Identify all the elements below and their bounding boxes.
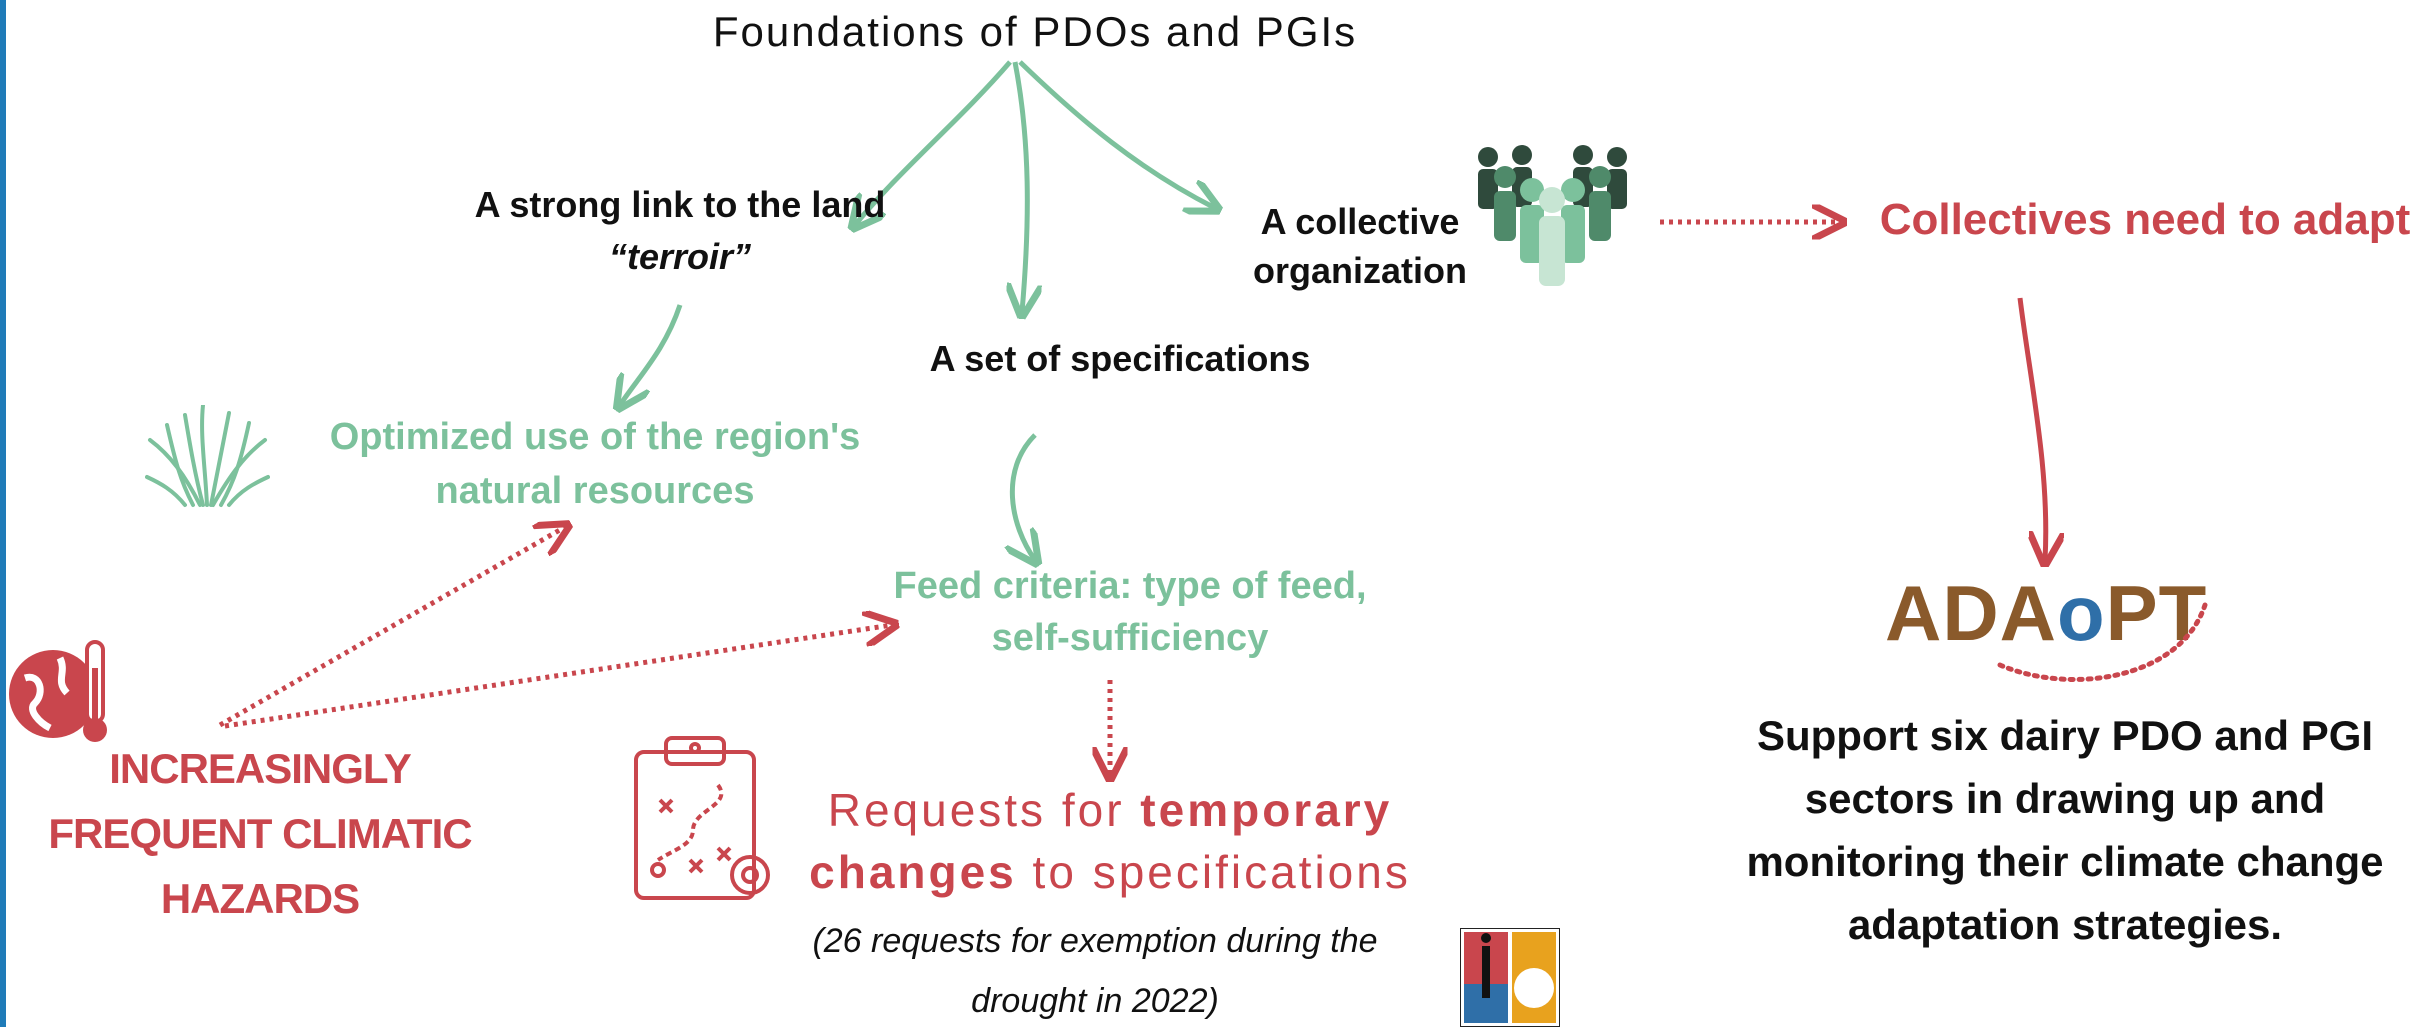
requests-line2-text: to specifications — [1016, 846, 1411, 898]
requests-line1-emphasis: temporary — [1140, 784, 1393, 836]
exemption-note-line1: (26 requests for exemption during the — [812, 922, 1378, 960]
optimized-use-line1: Optimized use of the region's — [329, 416, 861, 458]
people-group-icon — [1478, 145, 1627, 286]
adaopt-logo-swoosh — [1997, 602, 2208, 682]
support-text-line1: Support six dairy PDO and PGI — [1756, 712, 2374, 759]
support-text-line2: sectors in drawing up and — [1804, 775, 2326, 822]
arrow-adapt-to-adaopt — [2017, 297, 2046, 560]
collective-label-line1: A collective — [1260, 201, 1460, 242]
collectives-adapt-label: Collectives need to adapt — [1879, 195, 2411, 244]
climatic-hazards-line3: HAZARDS — [160, 875, 360, 922]
clipboard-plan-gear-icon — [634, 736, 770, 900]
support-text-line4: adaptation strategies. — [1847, 901, 2283, 948]
arrow-title-to-land — [855, 60, 1012, 225]
terroir-label: “terroir” — [608, 236, 752, 277]
left-accent-bar — [0, 0, 6, 1027]
exemption-note-line2: drought in 2022) — [971, 982, 1219, 1020]
specifications-label: A set of specifications — [929, 338, 1311, 379]
adaopt-logo-part3: PT — [2105, 569, 2208, 657]
adaopt-logo-part2: o — [2057, 569, 2106, 657]
inao-logo — [1460, 928, 1560, 1027]
arrow-specifications-to-feed — [1012, 433, 1035, 560]
adaopt-logo-part1: ADA — [1885, 569, 2057, 657]
optimized-use-line2: natural resources — [435, 470, 755, 512]
arrow-title-to-specifications — [1015, 61, 1027, 312]
collective-label-line2: organization — [1253, 250, 1467, 291]
diagram-title: Foundations of PDOs and PGIs — [712, 8, 1358, 55]
adaopt-logo: ADAoPT — [1885, 568, 2207, 659]
climatic-hazards-line2: FREQUENT CLIMATIC — [48, 810, 472, 857]
climatic-hazards-line1: INCREASINGLY — [109, 745, 412, 792]
requests-line2-emphasis: changes — [809, 846, 1017, 898]
requests-line2: changes to specifications — [790, 846, 1430, 899]
arrow-hazards-to-feed — [224, 625, 892, 729]
arrow-land-to-optimized — [620, 304, 683, 405]
feed-criteria-line2: self-sufficiency — [991, 617, 1269, 659]
arrow-title-to-collective — [1018, 60, 1215, 208]
globe-thermometer-icon — [9, 640, 107, 742]
requests-line1: Requests for temporary — [790, 784, 1430, 837]
feed-criteria-line1: Feed criteria: type of feed, — [893, 565, 1367, 607]
requests-line1-text: Requests for — [827, 784, 1141, 836]
grass-icon — [145, 405, 270, 507]
link-to-land-label: A strong link to the land — [474, 184, 886, 225]
arrow-hazards-to-optimized — [218, 527, 565, 728]
support-text-line3: monitoring their climate change — [1746, 838, 2384, 885]
